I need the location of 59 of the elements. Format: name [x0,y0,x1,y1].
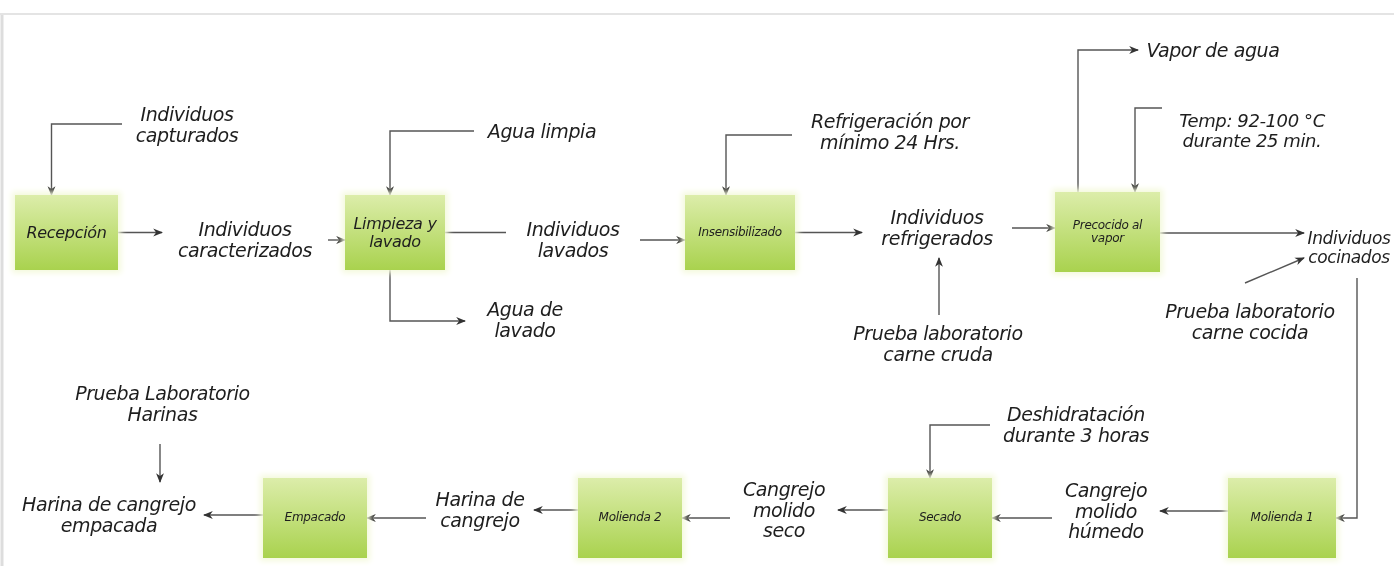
process-label: Precocido al vapor [1071,218,1144,246]
arrow [1077,46,1139,193]
flow-label: Vapor de agua [1146,39,1280,61]
connector-line [444,231,507,234]
process-box [578,478,682,558]
flow-label: Individuos refrigerados [880,207,994,249]
arrow [389,269,466,325]
arrow [681,514,731,522]
flow-label: Refrigeración por mínimo 24 Hrs. [810,111,972,153]
arrow [533,506,579,514]
process-label: Secado [918,511,962,525]
process-box [1228,478,1336,558]
arrow [794,228,863,237]
process-box [1055,192,1160,272]
flow-label: Prueba laboratorio carne cruda [852,323,1024,365]
process-box [15,195,118,270]
flow-label: Cangrejo molido seco [741,478,827,542]
arrow [327,236,346,244]
flow-label: Individuos lavados [525,219,621,261]
arrow [1159,229,1305,237]
arrow [203,511,264,519]
flow-label: Agua limpia [487,120,597,142]
flow-label: Temp: 92-100 °C durante 25 min. [1178,111,1326,151]
flow-label: Harina de cangrejo empacada [21,494,197,536]
arrow [991,514,1053,522]
arrow [722,134,793,196]
process-label: Molienda 1 [1250,511,1314,525]
process-box [685,195,795,270]
process-label: Empacado [284,511,346,525]
arrow [117,228,163,237]
arrow [156,443,164,483]
process-label: Limpieza y lavado [352,214,438,251]
flow-label: Individuos capturados [134,104,240,146]
arrow [1131,107,1163,193]
arrow [837,506,889,514]
process-box [263,478,367,558]
arrow [47,123,123,196]
arrow [366,514,427,522]
arrow [1335,277,1358,522]
arrow [1011,224,1056,232]
flow-label: Individuos caracterizados [177,219,313,261]
process-box [888,478,992,558]
flow-label: Prueba laboratorio carne cocida [1164,301,1336,343]
process-label: Molienda 2 [598,511,662,525]
process-label: Recepción [26,223,107,242]
process-label: Insensibilizado [698,225,782,240]
arrow [1244,257,1305,284]
process-box [345,195,445,270]
flow-label: Cangrejo molido húmedo [1063,479,1149,543]
arrow [935,257,943,316]
arrow [386,130,475,196]
arrow [1159,507,1229,515]
arrow [926,424,991,479]
flow-label: Harina de cangrejo [434,489,526,531]
flow-label: Deshidratación durante 3 horas [1002,404,1150,446]
flow-label: Prueba Laboratorio Harinas [74,383,251,425]
arrow [639,236,686,244]
flow-label: Agua de lavado [485,299,564,341]
flow-label: Individuos cocinados [1306,229,1392,267]
